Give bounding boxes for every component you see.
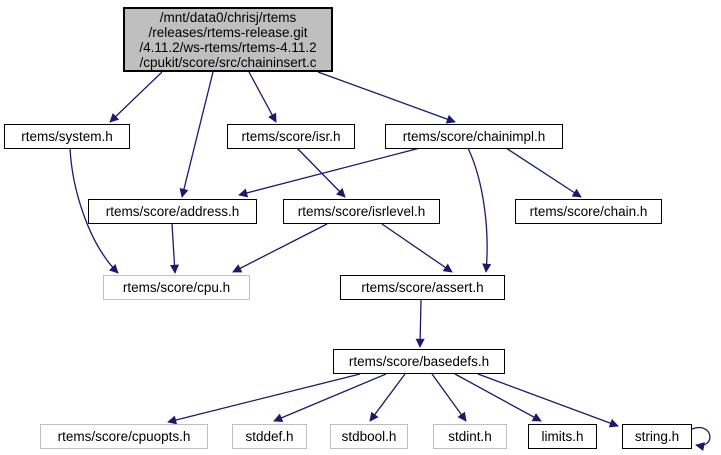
node-stddef-h[interactable]: stddef.h	[232, 424, 307, 449]
edge-isr-to-isrlevel	[296, 147, 346, 198]
edge-address-to-cpu	[169, 223, 180, 274]
node-rtems-score-chainimpl-h[interactable]: rtems/score/chainimpl.h	[385, 124, 563, 149]
edge-chainimpl-to-address	[238, 147, 421, 198]
node-rtems-system-h[interactable]: rtems/system.h	[4, 124, 130, 149]
edge-basedefs-to-stddef	[273, 373, 387, 423]
main-node-line-2: /releases/rtems-release.git	[148, 24, 308, 40]
edge-chaininsert-to-system	[109, 71, 163, 123]
node-chaininsert-c[interactable]: /mnt/data0/chrisj/rtems /releases/rtems-…	[123, 7, 333, 72]
node-rtems-score-cpu-h[interactable]: rtems/score/cpu.h	[103, 275, 250, 300]
edge-string-self-loop	[691, 426, 711, 451]
main-node-line-1: /mnt/data0/chrisj/rtems	[159, 9, 297, 25]
edge-chaininsert-to-address	[179, 71, 214, 198]
node-limits-h[interactable]: limits.h	[528, 424, 597, 449]
node-string-h[interactable]: string.h	[622, 424, 692, 449]
node-stdbool-h[interactable]: stdbool.h	[330, 424, 408, 449]
edge-basedefs-to-stdint	[431, 373, 467, 422]
edge-basedefs-to-stdbool	[369, 373, 406, 422]
node-rtems-score-assert-h[interactable]: rtems/score/assert.h	[340, 275, 505, 300]
edge-chaininsert-to-isr	[248, 71, 277, 123]
edge-chaininsert-to-chainimpl	[317, 71, 456, 124]
edge-system-to-cpu	[69, 147, 119, 274]
edge-basedefs-to-limits	[454, 373, 542, 422]
node-rtems-score-chain-h[interactable]: rtems/score/chain.h	[515, 199, 662, 224]
main-node-line-3: /4.11.2/ws-rtems/rtems-4.11.2	[139, 39, 317, 55]
node-stdint-h[interactable]: stdint.h	[433, 424, 507, 449]
edge-basedefs-to-cpuopts	[167, 373, 361, 425]
node-rtems-score-basedefs-h[interactable]: rtems/score/basedefs.h	[333, 349, 505, 374]
edge-basedefs-to-string	[477, 373, 619, 428]
node-rtems-score-isr-h[interactable]: rtems/score/isr.h	[227, 124, 355, 149]
main-node-line-4: /cpukit/score/src/chaininsert.c	[139, 54, 317, 70]
node-rtems-score-cpuopts-h[interactable]: rtems/score/cpuopts.h	[40, 424, 208, 449]
edge-assert-to-basedefs	[415, 299, 425, 348]
node-rtems-score-address-h[interactable]: rtems/score/address.h	[88, 199, 257, 224]
edge-chainimpl-to-chain	[505, 147, 582, 198]
node-rtems-score-isrlevel-h[interactable]: rtems/score/isrlevel.h	[283, 199, 440, 224]
edge-isrlevel-to-assert	[381, 223, 453, 273]
edge-isrlevel-to-cpu	[232, 223, 328, 273]
edge-chainimpl-to-assert	[467, 147, 492, 273]
